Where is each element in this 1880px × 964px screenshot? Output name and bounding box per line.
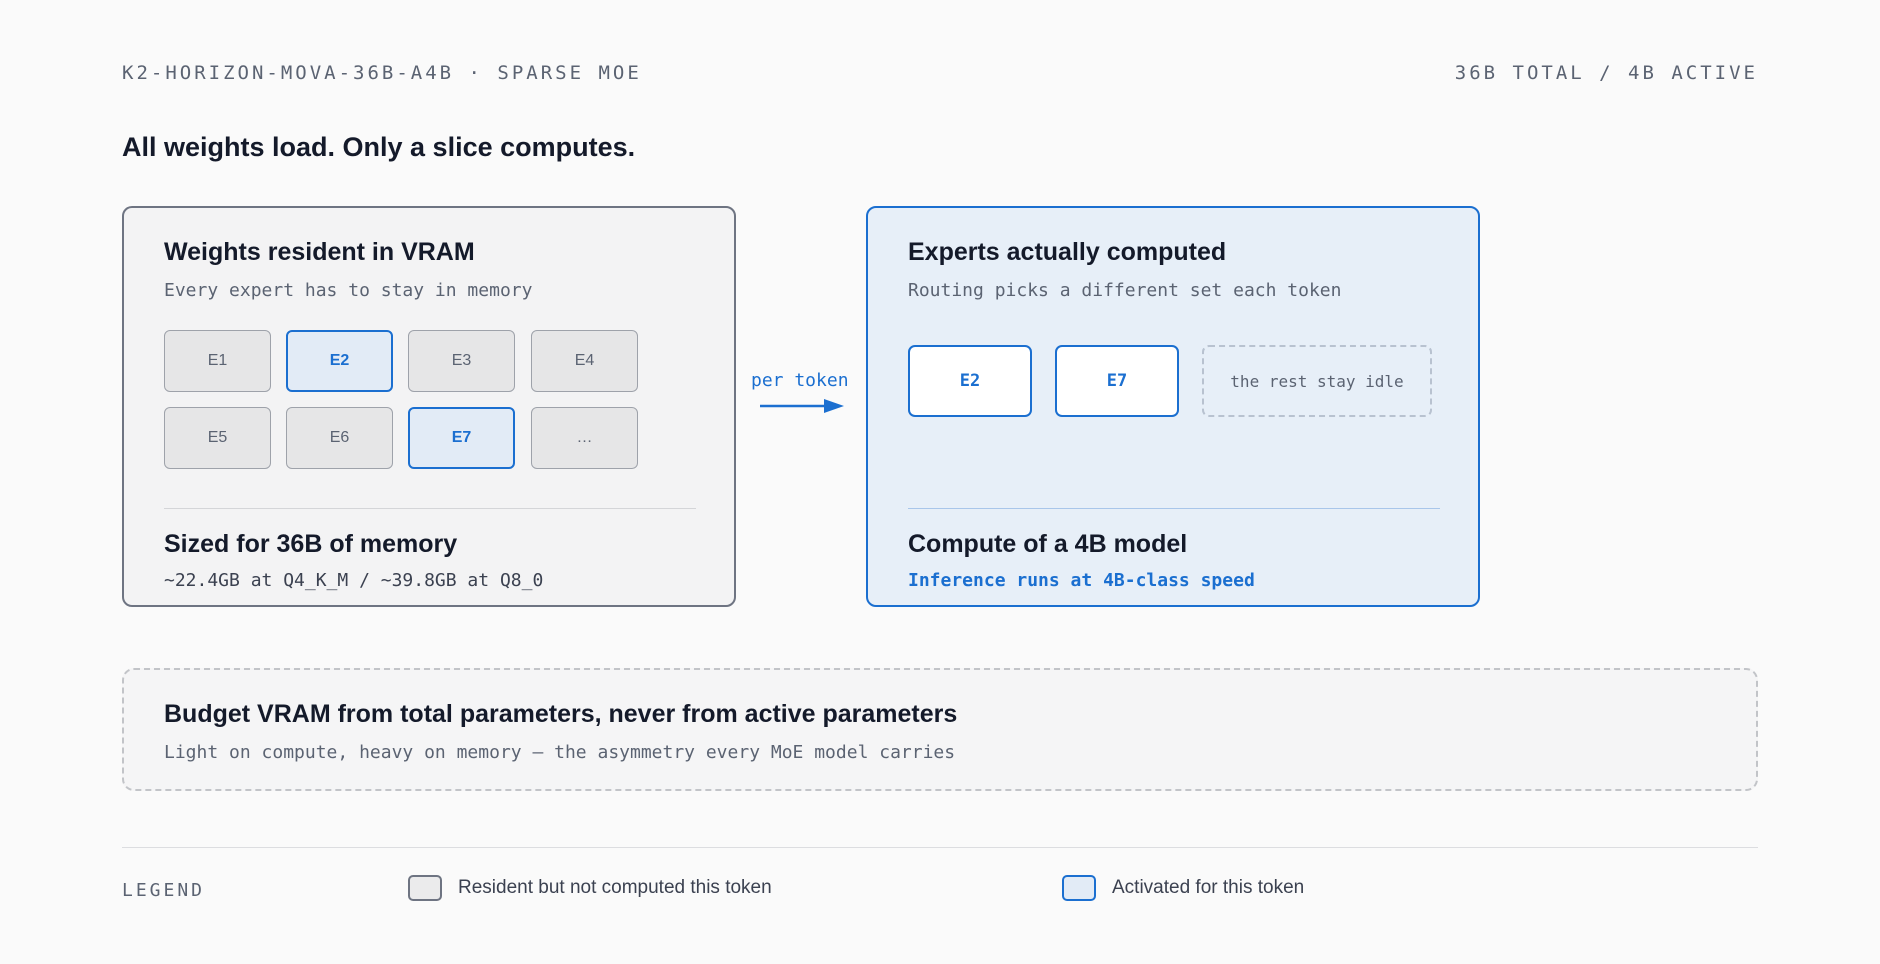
legend-title: LEGEND bbox=[122, 880, 206, 901]
note-subtitle: Light on compute, heavy on memory — the … bbox=[164, 742, 956, 763]
headline: All weights load. Only a slice computes. bbox=[122, 132, 636, 162]
legend-divider bbox=[122, 847, 1758, 848]
expert-e7: E7 bbox=[408, 407, 515, 469]
arrow-label: per token bbox=[751, 370, 849, 391]
expert-e1: E1 bbox=[164, 330, 271, 392]
model-name: K2-HORIZON-MOVA-36B-A4B · SPARSE MOE bbox=[122, 62, 642, 84]
computed-expert-e7: E7 bbox=[1055, 345, 1179, 417]
resident-panel-title: Weights resident in VRAM bbox=[164, 238, 475, 266]
expert-more: … bbox=[531, 407, 638, 469]
resident-divider bbox=[164, 508, 696, 509]
legend-label-active: Activated for this token bbox=[1112, 877, 1305, 898]
budget-note: Budget VRAM from total parameters, never… bbox=[122, 668, 1758, 791]
computed-panel-title: Experts actually computed bbox=[908, 238, 1227, 266]
resident-swatch-icon bbox=[408, 875, 442, 901]
computed-divider bbox=[908, 508, 1440, 509]
legend-label-resident: Resident but not computed this token bbox=[458, 877, 772, 898]
computed-footer-title: Compute of a 4B model bbox=[908, 530, 1188, 558]
expert-e6: E6 bbox=[286, 407, 393, 469]
param-summary: 36B TOTAL / 4B ACTIVE bbox=[1454, 62, 1758, 84]
resident-footer-sub: ~22.4GB at Q4_K_M / ~39.8GB at Q8_0 bbox=[164, 570, 544, 591]
active-swatch-icon bbox=[1062, 875, 1096, 901]
legend-item-active: Activated for this token bbox=[1062, 875, 1304, 901]
expert-e5: E5 bbox=[164, 407, 271, 469]
arrow-right-icon bbox=[760, 399, 844, 413]
resident-footer-title: Sized for 36B of memory bbox=[164, 530, 458, 558]
legend-item-resident: Resident but not computed this token bbox=[408, 875, 772, 901]
expert-e2: E2 bbox=[286, 330, 393, 392]
computed-footer-sub: Inference runs at 4B-class speed bbox=[908, 570, 1255, 591]
resident-weights-panel: Weights resident in VRAM Every expert ha… bbox=[122, 206, 736, 607]
idle-experts: the rest stay idle bbox=[1202, 345, 1432, 417]
computed-expert-e2: E2 bbox=[908, 345, 1032, 417]
expert-e4: E4 bbox=[531, 330, 638, 392]
computed-experts-panel: Experts actually computed Routing picks … bbox=[866, 206, 1480, 607]
computed-panel-subtitle: Routing picks a different set each token bbox=[908, 280, 1342, 301]
resident-panel-subtitle: Every expert has to stay in memory bbox=[164, 280, 533, 301]
expert-e3: E3 bbox=[408, 330, 515, 392]
note-title: Budget VRAM from total parameters, never… bbox=[164, 700, 958, 728]
